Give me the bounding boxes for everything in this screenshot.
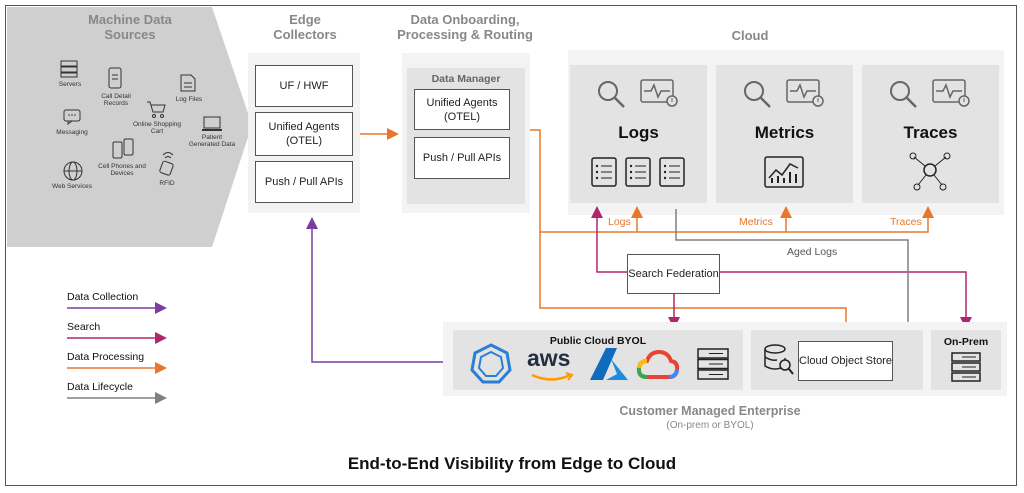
cell-phones-icon <box>112 138 134 159</box>
collector-push-pull-box: Push / Pull APIs <box>255 161 353 203</box>
cloud-header: Cloud <box>731 28 769 43</box>
processing-to-traces-arrow <box>530 129 934 233</box>
messaging-icon <box>63 109 81 125</box>
azure-icon <box>590 348 628 380</box>
public-cloud-server-icon <box>697 348 729 380</box>
dm-unified-agents-box: Unified Agents (OTEL) <box>414 89 510 130</box>
web-services-icon <box>63 161 83 181</box>
logs-monitor-icon <box>640 79 678 107</box>
messaging-label: Messaging <box>56 129 88 136</box>
on-prem-server-icon <box>951 352 981 382</box>
dm-push-pull-box: Push / Pull APIs <box>414 137 510 179</box>
enterprise-subtitle: (On-prem or BYOL) <box>666 420 754 431</box>
log-files-icon <box>180 74 196 92</box>
metrics-monitor-icon <box>786 79 824 107</box>
aws-smile-icon <box>531 372 574 381</box>
legend-collection-label: Data Collection <box>67 291 139 303</box>
metrics-chart-icon <box>764 156 804 188</box>
flow-logs-label: Logs <box>608 216 631 228</box>
patient-data-label: Patient Generated Data <box>188 134 236 148</box>
on-prem-tile <box>931 330 1001 390</box>
shopping-cart-label: Online Shopping Cart <box>132 121 182 135</box>
web-services-label: Web Services <box>52 183 92 190</box>
data-manager-title: Data Manager <box>431 73 501 85</box>
onboarding-header: Data Onboarding,Processing & Routing <box>397 12 533 42</box>
rfid-icon <box>159 152 174 176</box>
aws-logo: aws <box>527 345 571 371</box>
patient-data-icon <box>202 116 222 131</box>
servers-icon <box>60 60 78 78</box>
aged-logs-label: Aged Logs <box>787 246 838 258</box>
metrics-search-icon <box>744 81 771 108</box>
call-detail-icon <box>108 67 122 89</box>
cloud-object-store-box: Cloud Object Store <box>798 341 893 381</box>
search-to-logs-arrow <box>591 206 627 273</box>
shopping-cart-icon <box>147 101 166 118</box>
legend-search-label: Search <box>67 321 101 333</box>
collection-arrow <box>306 217 450 363</box>
traces-monitor-icon <box>932 79 970 107</box>
logs-documents-icon <box>591 157 685 187</box>
traces-title: Traces <box>903 123 958 142</box>
search-to-onprem-arrow <box>720 271 972 329</box>
traces-search-icon <box>890 81 917 108</box>
logs-title: Logs <box>618 123 659 142</box>
flow-metrics-label: Metrics <box>739 216 773 228</box>
public-cloud-title: Public Cloud BYOL <box>549 335 647 347</box>
traces-network-icon <box>909 152 951 191</box>
servers-label: Servers <box>58 81 82 88</box>
google-cloud-icon <box>636 349 680 379</box>
enterprise-title: Customer Managed Enterprise <box>619 404 801 418</box>
collector-unified-agents-box: Unified Agents (OTEL) <box>255 112 353 156</box>
call-detail-label: Call Detail Records <box>101 93 131 107</box>
traces-tile: Traces <box>862 65 999 203</box>
metrics-title: Metrics <box>754 123 815 142</box>
on-prem-title: On-Prem <box>943 336 989 348</box>
rfid-label: RFID <box>159 180 175 187</box>
legend-processing-label: Data Processing <box>67 351 145 363</box>
logs-search-icon <box>598 81 625 108</box>
diagram-title: End-to-End Visibility from Edge to Cloud <box>347 454 677 473</box>
search-federation-box: Search Federation <box>627 254 720 294</box>
database-search-icon <box>764 344 794 375</box>
log-files-label: Log Files <box>175 96 203 103</box>
legend-lifecycle-label: Data Lifecycle <box>67 381 133 393</box>
flow-traces-label: Traces <box>890 216 922 228</box>
uf-hwf-box: UF / HWF <box>255 65 353 107</box>
openshift-icon <box>470 343 512 384</box>
metrics-tile: Metrics <box>716 65 853 203</box>
cell-phones-label: Cell Phones and Devices <box>98 163 146 177</box>
